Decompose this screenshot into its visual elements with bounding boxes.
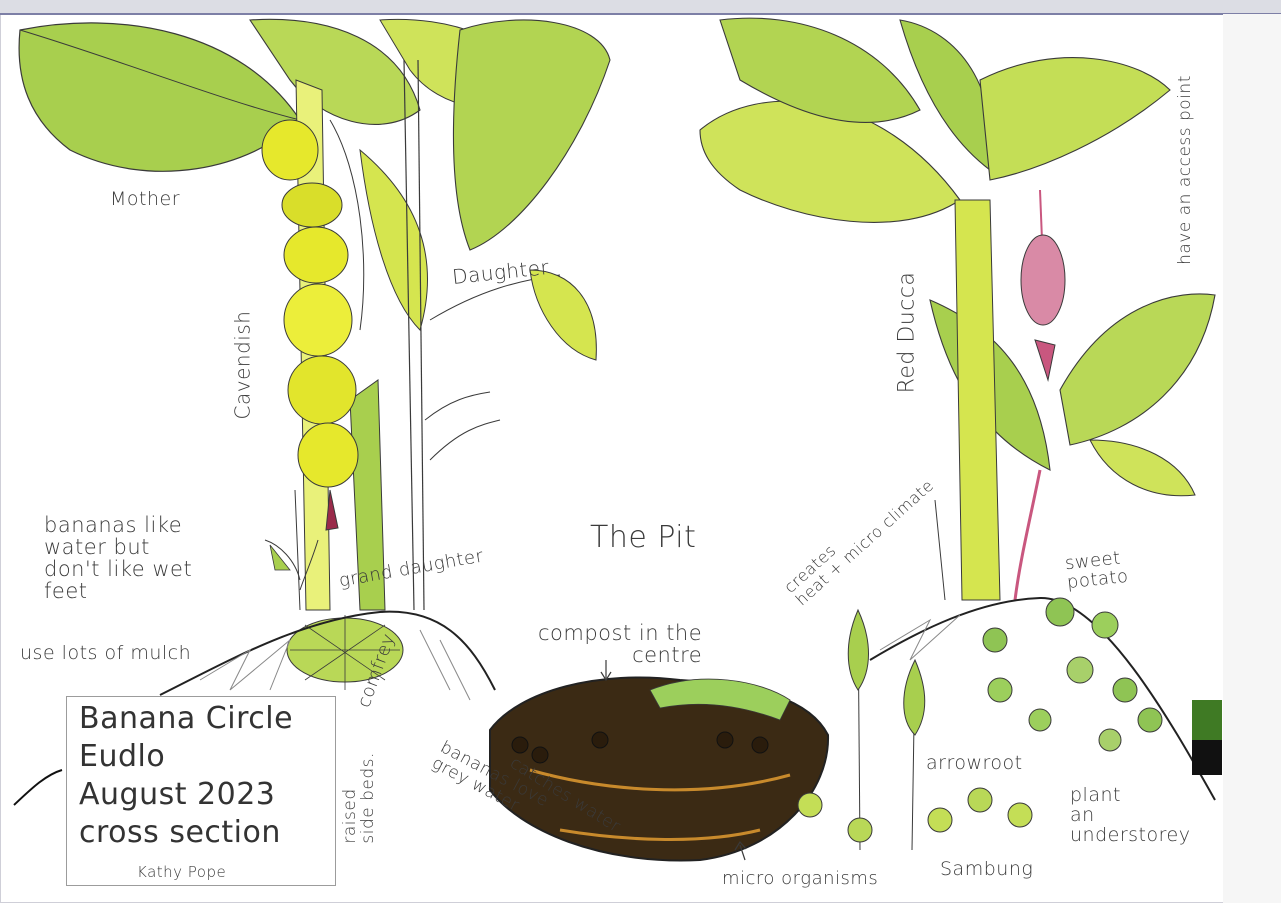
heading-the-pit: The Pit	[590, 520, 696, 555]
red-ducca-bell	[1021, 190, 1065, 380]
title-date: August 2023	[79, 777, 275, 812]
label-plant-understorey: plant an understorey	[1070, 786, 1190, 846]
label-use-mulch: use lots of mulch	[20, 642, 191, 664]
sweet-potato-vine	[983, 598, 1162, 751]
label-red-ducca: Red Ducca	[894, 272, 919, 394]
title-cross-section: cross section	[79, 815, 281, 850]
label-bananas-like-water: bananas like water but don't like wet fe…	[44, 514, 192, 602]
label-micro-organisms: micro organisms	[722, 868, 878, 889]
label-cavendish: Cavendish	[230, 311, 254, 420]
label-sweet-potato: sweet potato	[1064, 549, 1129, 593]
author-signature: Kathy Pope	[137, 863, 226, 881]
daughter-plant	[425, 270, 596, 460]
label-sambung: Sambung	[940, 858, 1033, 880]
title-location: Eudlo	[79, 739, 165, 774]
sambung-ground-cover	[798, 788, 1032, 842]
left-edge-stroke	[14, 770, 62, 805]
label-mother: Mother	[110, 188, 180, 210]
colour-swatch	[1192, 700, 1222, 775]
label-compost-centre: compost in the centre	[538, 622, 702, 666]
label-raised-side-beds: raised side beds.	[342, 752, 378, 844]
label-arrowroot: arrowroot	[926, 752, 1023, 774]
title-banana-circle: Banana Circle	[79, 701, 293, 736]
title-block: Banana Circle Eudlo August 2023 cross se…	[66, 696, 336, 886]
label-access-point: have an access point	[1175, 75, 1195, 265]
